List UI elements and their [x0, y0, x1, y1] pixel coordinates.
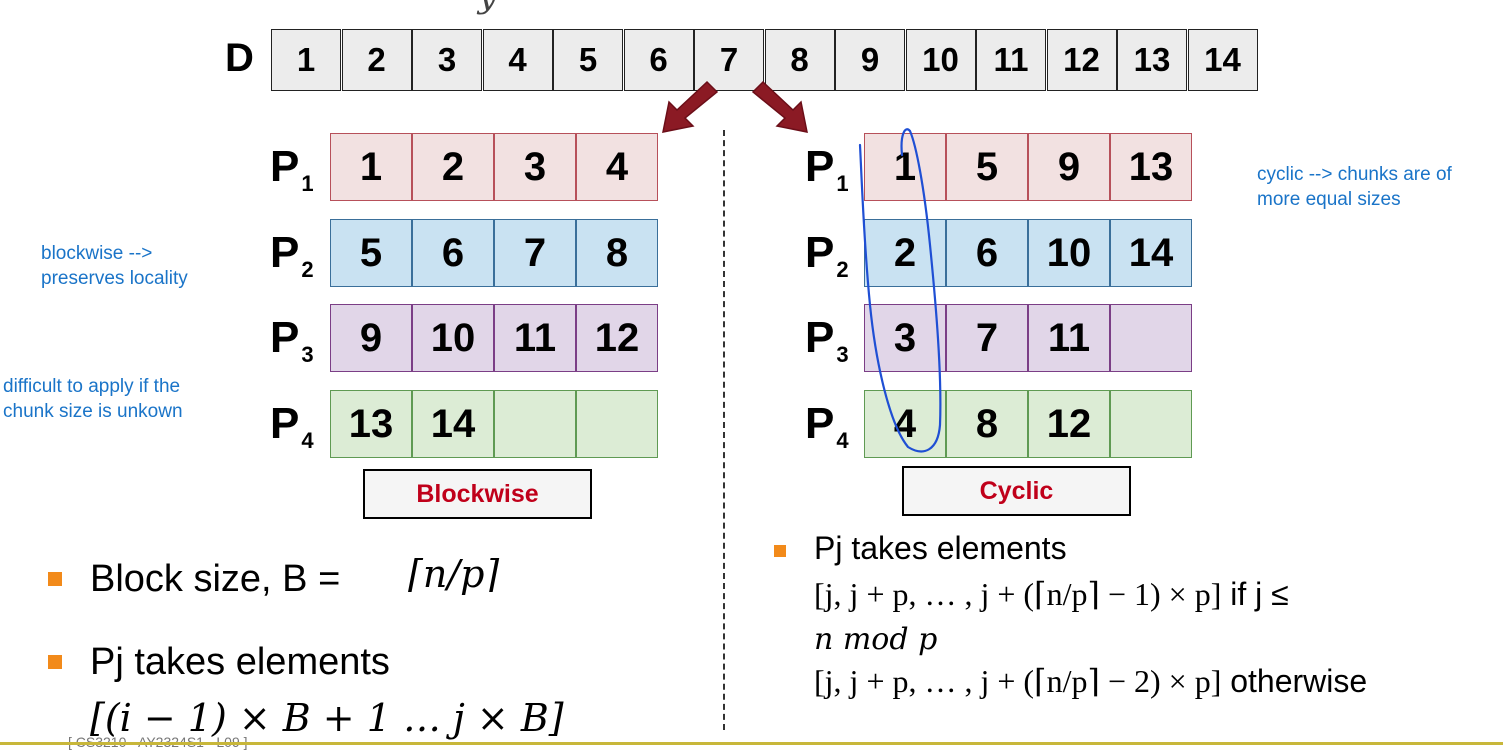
cyclic-cell: 4: [864, 390, 946, 458]
cyclic-formula-2: [j, j + p, … , j + (⌈n/p⌉ − 2) × p]: [814, 663, 1222, 699]
blockwise-cell: 2: [412, 133, 494, 201]
blockwise-cell: 3: [494, 133, 576, 201]
blockwise-cell: 13: [330, 390, 412, 458]
array-d-cell: 3: [412, 29, 482, 91]
blockwise-cell: 7: [494, 219, 576, 287]
cyclic-processor-label: P1: [805, 145, 849, 195]
blockwise-cell: 8: [576, 219, 658, 287]
divider-dashed: [723, 130, 725, 730]
array-d-cell: 13: [1117, 29, 1187, 91]
cyclic-cell: 13: [1110, 133, 1192, 201]
clipped-heading-fragment: y: [478, 0, 497, 16]
processor-name: P: [805, 228, 835, 277]
cyclic-cell: 12: [1028, 390, 1110, 458]
blockwise-range-formula: [(i − 1) × B + 1 … j × B]: [90, 696, 564, 740]
cyclic-cell: 8: [946, 390, 1028, 458]
blockwise-cell: 12: [576, 304, 658, 372]
processor-name: P: [270, 228, 300, 277]
processor-name: P: [805, 313, 835, 362]
cyclic-formula-line-1: [j, j + p, … , j + (⌈n/p⌉ − 1) × p] if j…: [814, 575, 1289, 613]
blockwise-cell: [494, 390, 576, 458]
processor-index: 1: [301, 171, 314, 196]
blockwise-cell: 5: [330, 219, 412, 287]
cyclic-formula-2-suffix: otherwise: [1230, 663, 1368, 699]
array-d-cell: 11: [976, 29, 1046, 91]
arrow-to-blockwise-icon: [662, 80, 719, 133]
processor-index: 1: [836, 171, 849, 196]
blockwise-cell: 6: [412, 219, 494, 287]
array-d-cell: 9: [835, 29, 905, 91]
array-d-cell: 12: [1046, 29, 1117, 91]
processor-name: P: [270, 399, 300, 448]
processor-name: P: [805, 399, 835, 448]
block-size-label: Block size, B =: [90, 558, 341, 600]
array-d-cell: 2: [341, 29, 412, 91]
array-d-cell: 10: [905, 29, 976, 91]
cyclic-processor-label: P3: [805, 316, 849, 366]
handwritten-loop-annotation: [858, 128, 942, 453]
array-d-cell: 5: [553, 29, 623, 91]
array-d-cell: 4: [482, 29, 553, 91]
cyclic-cell: 5: [946, 133, 1028, 201]
bullet-marker: [48, 655, 62, 669]
cyclic-cell: [1110, 304, 1192, 372]
blockwise-cell: 9: [330, 304, 412, 372]
processor-index: 2: [301, 257, 314, 282]
processor-index: 3: [301, 342, 314, 367]
processor-name: P: [805, 142, 835, 191]
cyclic-cell: 11: [1028, 304, 1110, 372]
blockwise-note: blockwise --> preserves locality: [41, 243, 188, 289]
cyclic-note: cyclic --> chunks are of more equal size…: [1257, 164, 1452, 210]
blockwise-cell: 10: [412, 304, 494, 372]
array-d-cell: 7: [694, 29, 764, 91]
cyclic-formula-line-3: [j, j + p, … , j + (⌈n/p⌉ − 2) × p] othe…: [814, 662, 1367, 700]
cyclic-cell: 9: [1028, 133, 1110, 201]
cyclic-processor-label: P2: [805, 231, 849, 281]
array-d-label: D: [225, 36, 254, 80]
cyclic-cell: 14: [1110, 219, 1192, 287]
cyclic-takes-label: Pj takes elements: [814, 530, 1067, 566]
cyclic-cell: [1110, 390, 1192, 458]
blockwise-cell: 1: [330, 133, 412, 201]
processor-index: 4: [301, 428, 314, 453]
blockwise-cell: 4: [576, 133, 658, 201]
processor-index: 2: [836, 257, 849, 282]
bullet-marker: [774, 545, 786, 557]
processor-name: P: [270, 313, 300, 362]
blockwise-processor-label: P1: [270, 145, 314, 195]
processor-index: 3: [836, 342, 849, 367]
cyclic-formula-line-2: n mod p: [814, 622, 938, 657]
pj-takes-label: Pj takes elements: [90, 641, 390, 683]
difficulty-note: difficult to apply if the chunk size is …: [3, 376, 183, 422]
blockwise-cell: 14: [412, 390, 494, 458]
arrow-to-cyclic-icon: [751, 80, 808, 133]
footer-line: [0, 742, 1503, 745]
blockwise-cell: [576, 390, 658, 458]
processor-index: 4: [836, 428, 849, 453]
cyclic-cell: 7: [946, 304, 1028, 372]
array-d-cell: 8: [764, 29, 835, 91]
blockwise-processor-label: P3: [270, 316, 314, 366]
cyclic-cell: 6: [946, 219, 1028, 287]
blockwise-processor-label: P2: [270, 231, 314, 281]
cyclic-cell: 1: [864, 133, 946, 201]
cyclic-cell: 10: [1028, 219, 1110, 287]
cyclic-button[interactable]: Cyclic: [902, 466, 1131, 516]
cyclic-processor-label: P4: [805, 402, 849, 452]
blockwise-cell: 11: [494, 304, 576, 372]
blockwise-processor-label: P4: [270, 402, 314, 452]
block-size-formula: ⌈n/p⌉: [408, 552, 500, 596]
processor-name: P: [270, 142, 300, 191]
bullet-marker: [48, 572, 62, 586]
array-d-cell: 14: [1187, 29, 1258, 91]
array-d-cell: 1: [271, 29, 341, 91]
blockwise-button[interactable]: Blockwise: [363, 469, 592, 519]
array-d-cell: 6: [623, 29, 694, 91]
cyclic-formula-1: [j, j + p, … , j + (⌈n/p⌉ − 1) × p]: [814, 576, 1222, 612]
cyclic-formula-1-suffix: if j ≤: [1230, 576, 1289, 612]
